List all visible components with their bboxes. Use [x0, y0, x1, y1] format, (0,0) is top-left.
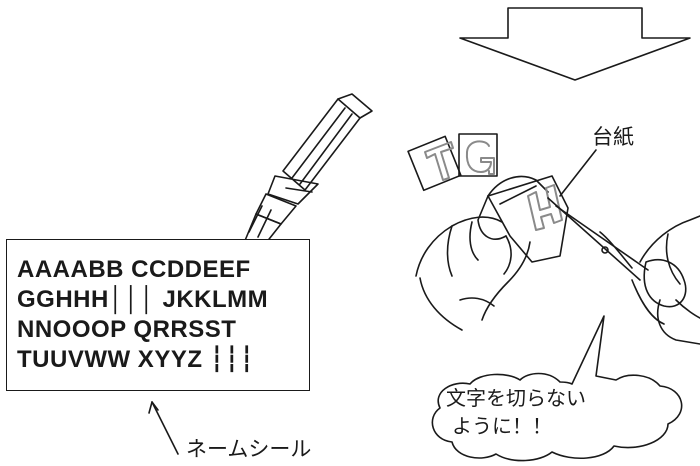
letter-card-t: [407, 135, 462, 192]
backing-paper-label: 台紙: [592, 125, 634, 149]
name-seal-label: ネームシール: [186, 437, 312, 461]
scissors-icon: [547, 197, 687, 325]
cutter-knife-icon: [243, 93, 373, 249]
backing-paper-pointer: [559, 149, 597, 197]
backing-paper-piece: [487, 175, 569, 263]
letter-g-glyph: [465, 140, 495, 175]
letter-card-g: [458, 133, 498, 177]
speech-bubble: [431, 315, 683, 462]
seal-row-2: GGHHH│││ JKKLMM: [17, 286, 269, 313]
speech-bubble-line-2: ように！！: [452, 414, 552, 438]
seal-row-4: TUUVWW XYYZ ┆┆┆: [17, 346, 255, 373]
down-arrow-icon: [459, 7, 691, 81]
seal-row-3: NNOOOP QRRSST: [17, 316, 237, 343]
letter-t-glyph: [424, 141, 454, 181]
speech-bubble-line-1: 文字を切らない: [446, 386, 586, 410]
right-hand-icon: [639, 215, 700, 345]
left-hand-icon: [415, 175, 549, 331]
name-seal-sheet: AAAABB CCDDEEF GGHHH│││ JKKLMM NNOOOP QR…: [6, 239, 310, 391]
letter-h-glyph: [527, 184, 563, 231]
seal-row-1: AAAABB CCDDEEF: [17, 256, 251, 283]
name-seal-pointer: [151, 401, 179, 455]
speech-bubble-text: 文字を切らない ように！！: [446, 384, 666, 440]
